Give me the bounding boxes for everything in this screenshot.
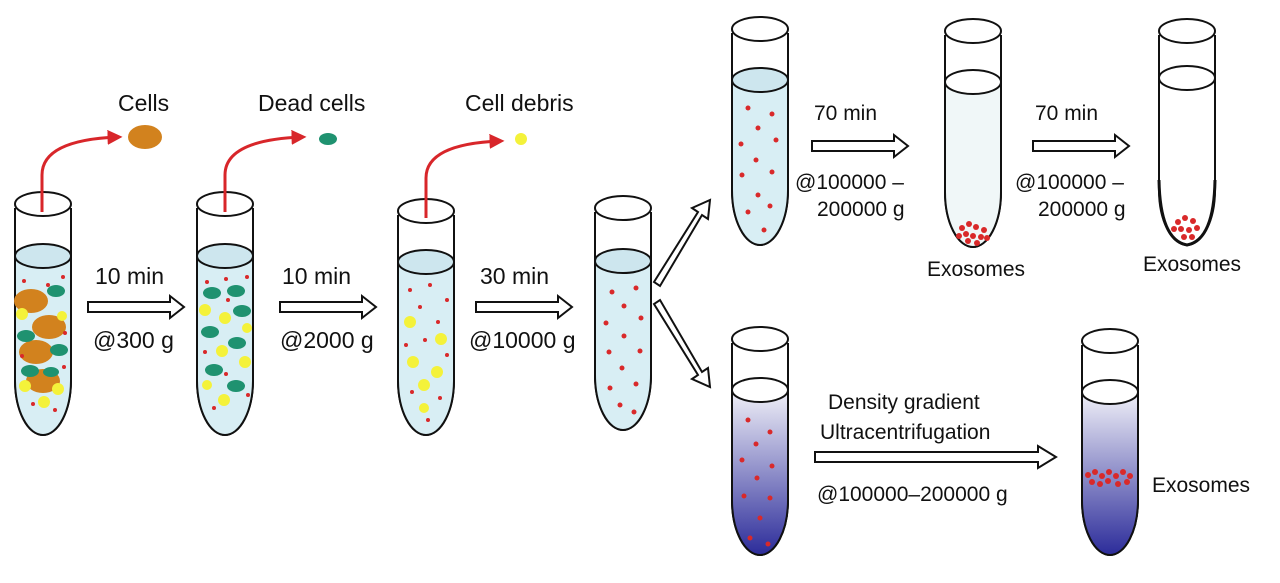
tube-lower-a	[731, 326, 789, 556]
tube-lower-b	[1081, 328, 1139, 556]
step-arrow-2	[279, 293, 378, 321]
step-3-time: 30 min	[480, 263, 549, 289]
exosome-dots	[603, 285, 644, 415]
upper-step-2-time: 70 min	[1035, 102, 1098, 125]
exosome-pellet	[1171, 215, 1200, 240]
step-2-time: 10 min	[282, 263, 351, 289]
exosome-dots	[738, 105, 779, 233]
removal-arrow-dead-cells	[223, 129, 307, 212]
tube-3	[397, 198, 455, 436]
label-cell-debris: Cell debris	[465, 90, 574, 116]
exosome-band	[1085, 469, 1133, 487]
label-cells: Cells	[118, 90, 169, 116]
label-dead-cells: Dead cells	[258, 90, 365, 116]
step-1-speed: @300 g	[93, 327, 174, 353]
dead-cell-contents	[199, 275, 252, 410]
upper-product-1: Exosomes	[927, 258, 1025, 281]
lower-step-arrow	[814, 444, 1058, 470]
upper-step-2-speed-line2: 200000 g	[1038, 198, 1126, 221]
tube-4	[594, 195, 652, 431]
upper-step-1-time: 70 min	[814, 102, 877, 125]
exosome-dots	[739, 417, 775, 547]
lower-speed: @100000–200000 g	[817, 483, 1008, 506]
dead-cell-icon	[319, 133, 337, 145]
tube-1	[14, 191, 72, 436]
lower-product: Exosomes	[1152, 474, 1250, 497]
upper-step-2-speed-line1: @100000 –	[1015, 171, 1124, 194]
cell-contents	[14, 275, 68, 412]
step-arrow-3	[475, 293, 574, 321]
lower-method-line1: Density gradient	[828, 391, 980, 414]
tube-upper-a	[731, 16, 789, 246]
cell-icon	[128, 125, 162, 149]
upper-step-1-speed-line1: @100000 –	[795, 171, 904, 194]
step-arrow-1	[87, 293, 186, 321]
upper-step-1-speed-line2: 200000 g	[817, 198, 905, 221]
step-3-speed: @10000 g	[469, 327, 576, 353]
lower-method-line2: Ultracentrifugation	[820, 421, 990, 444]
upper-step-arrow-1	[811, 132, 910, 160]
removal-arrow-cells	[40, 129, 123, 212]
debris-contents	[404, 283, 449, 422]
step-2-speed: @2000 g	[280, 327, 374, 353]
debris-icon	[515, 133, 527, 145]
upper-product-2: Exosomes	[1143, 253, 1241, 276]
step-1-time: 10 min	[95, 263, 164, 289]
tube-upper-c	[1157, 18, 1217, 247]
tube-upper-b	[944, 18, 1002, 248]
tube-2	[196, 191, 254, 436]
branch-arrow-up	[652, 198, 712, 288]
exosome-pellet	[956, 221, 990, 246]
branch-arrow-down	[652, 298, 712, 389]
removal-arrow-debris	[424, 133, 505, 218]
upper-step-arrow-2	[1032, 132, 1131, 160]
